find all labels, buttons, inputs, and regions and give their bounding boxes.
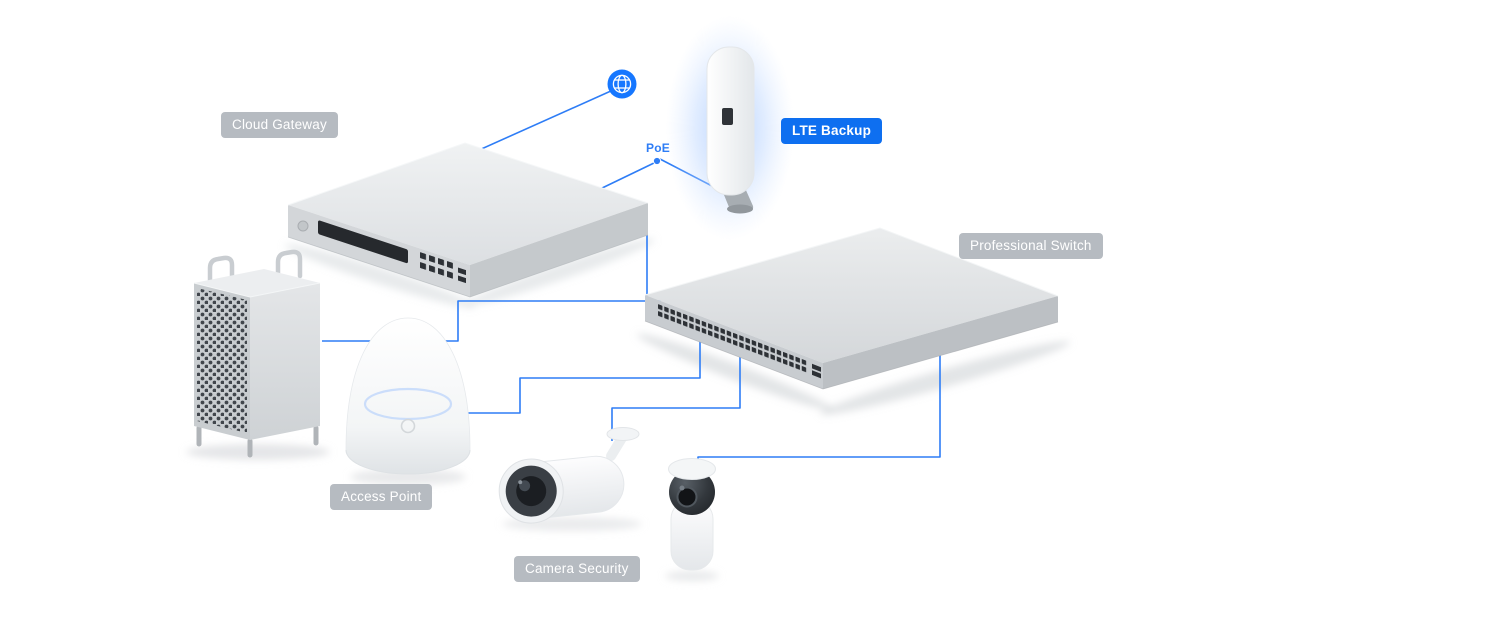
connection-gateway-to-poe bbox=[597, 162, 655, 191]
ptz-camera-cap bbox=[668, 458, 716, 480]
poe-connector-dot bbox=[652, 156, 662, 166]
switch-side-face bbox=[823, 296, 1058, 389]
label-cloud-gateway[interactable]: Cloud Gateway bbox=[221, 112, 338, 138]
gateway-side-face bbox=[470, 203, 648, 297]
cloud-gateway-device[interactable] bbox=[287, 142, 649, 298]
switch-sfp-port bbox=[812, 363, 821, 372]
tower-right-face bbox=[250, 283, 320, 440]
gateway-sfp-port bbox=[458, 267, 466, 276]
tower-handle-right bbox=[275, 249, 303, 283]
label-professional-switch[interactable]: Professional Switch bbox=[959, 233, 1103, 259]
bullet-camera-device[interactable] bbox=[496, 427, 640, 527]
gateway-sfp-port bbox=[458, 275, 466, 284]
gateway-power-button bbox=[297, 220, 309, 232]
bullet-camera-mount-foot bbox=[606, 427, 640, 441]
access-point-device[interactable] bbox=[345, 317, 471, 475]
switch-sfp-port bbox=[812, 370, 821, 379]
gateway-display-screen bbox=[318, 220, 408, 264]
label-poe: PoE bbox=[646, 141, 670, 155]
ap-logo bbox=[400, 418, 416, 434]
lte-logo bbox=[722, 108, 733, 125]
switch-top-face bbox=[645, 228, 1058, 363]
gateway-ethernet-ports bbox=[420, 252, 453, 279]
tower-top-face bbox=[194, 269, 320, 297]
lte-backup-device[interactable] bbox=[666, 16, 794, 240]
professional-switch-device[interactable] bbox=[644, 227, 1059, 390]
switch-ethernet-ports bbox=[658, 304, 808, 374]
device-shadows bbox=[186, 238, 1070, 581]
connection-tower-to-switch bbox=[322, 300, 661, 342]
workstation-tower[interactable] bbox=[193, 249, 321, 458]
tower-handle-left bbox=[207, 255, 235, 287]
ptz-camera-lens bbox=[676, 486, 698, 508]
connection-switch-to-bullet-camera bbox=[611, 350, 741, 441]
tower-vent-grille bbox=[197, 288, 247, 433]
label-lte-backup[interactable]: LTE Backup bbox=[781, 118, 883, 144]
ptz-camera-device[interactable] bbox=[668, 458, 716, 571]
label-camera-security[interactable]: Camera Security bbox=[514, 556, 640, 582]
bullet-camera-mount-arm bbox=[606, 433, 627, 461]
connection-switch-to-access-point bbox=[464, 332, 701, 414]
internet-globe-icon bbox=[607, 69, 637, 99]
label-access-point[interactable]: Access Point bbox=[330, 484, 433, 510]
